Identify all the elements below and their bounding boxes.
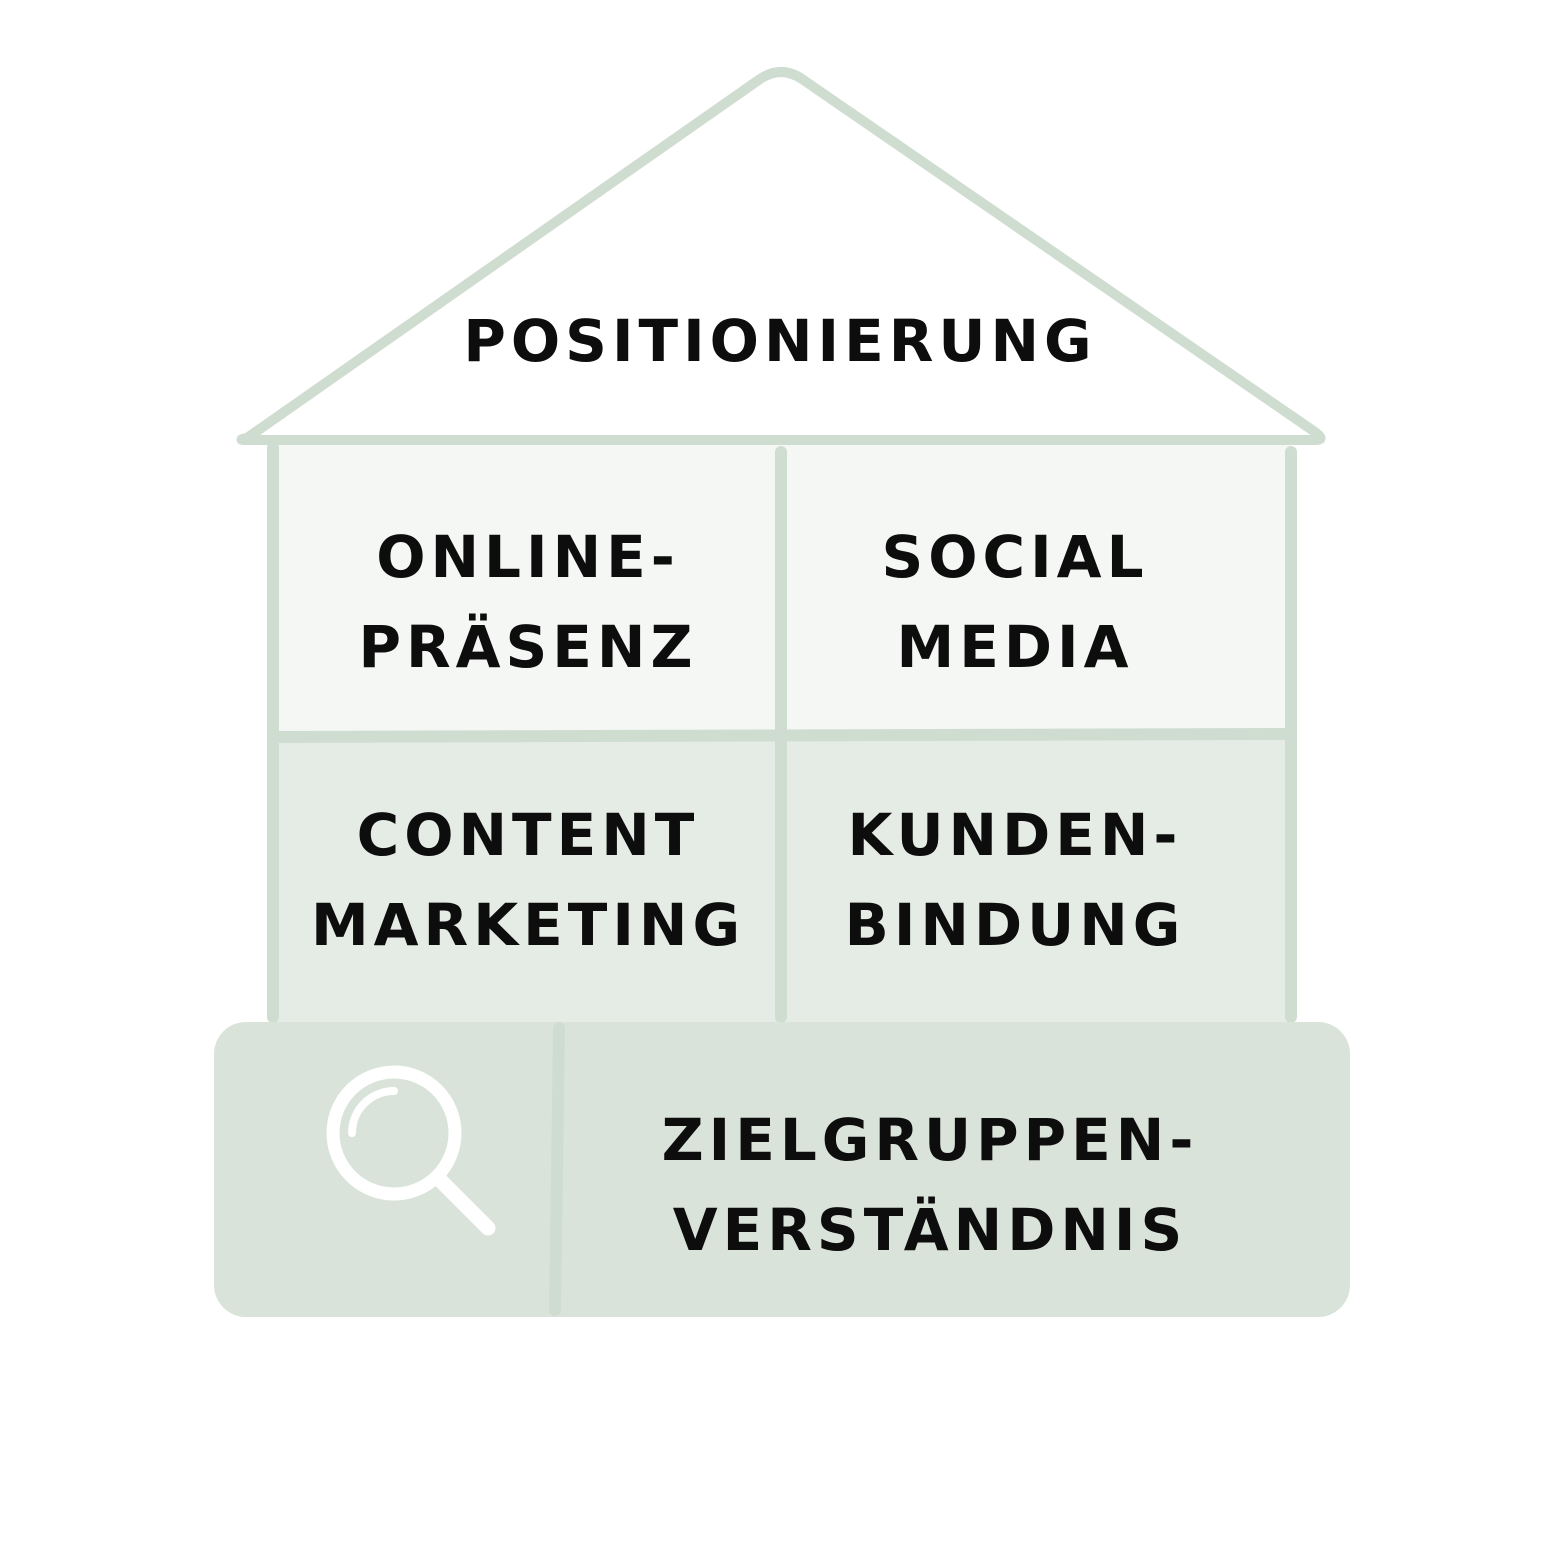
room-social-media: SOCIAL MEDIA [790, 512, 1240, 692]
room-fill-bottom-right [781, 734, 1291, 1027]
room-content-marketing: CONTENT MARKETING [278, 790, 778, 970]
room-fill-top-left [273, 441, 781, 737]
floor-divider [272, 728, 1292, 743]
room-top-right-line1: SOCIAL [881, 523, 1149, 591]
foundation-divider [549, 1022, 565, 1316]
foundation-zielgruppenverstaendnis: ZIELGRUPPEN- VERSTÄNDNIS [600, 1095, 1260, 1275]
room-top-left-line1: ONLINE- [376, 523, 680, 591]
room-bottom-right-line1: KUNDEN- [847, 801, 1183, 869]
room-fill-top-right [781, 441, 1291, 734]
room-kundenbindung: KUNDEN- BINDUNG [790, 790, 1240, 970]
foundation-line2: VERSTÄNDNIS [672, 1196, 1188, 1264]
room-bottom-left-line2: MARKETING [310, 891, 746, 959]
foundation-block [214, 1022, 1350, 1317]
room-bottom-right-line2: BINDUNG [844, 891, 1186, 959]
magnifier-icon [326, 1065, 496, 1236]
roof-outline [236, 67, 1326, 445]
room-top-right-line2: MEDIA [896, 613, 1134, 681]
roof-label-text: POSITIONIERUNG [463, 307, 1097, 375]
room-online-praesenz: ONLINE- PRÄSENZ [278, 512, 778, 692]
room-top-left-line2: PRÄSENZ [358, 613, 698, 681]
room-fill-bottom-left [273, 737, 781, 1027]
roof-label-positionierung: POSITIONIERUNG [400, 312, 1160, 370]
foundation-line1: ZIELGRUPPEN- [661, 1106, 1199, 1174]
room-bottom-left-line1: CONTENT [356, 801, 700, 869]
